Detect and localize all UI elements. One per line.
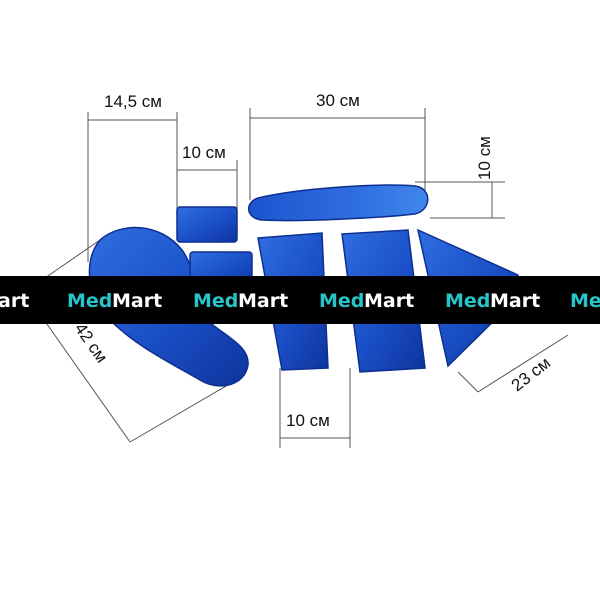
label-10cm-top: 10 см <box>182 143 226 162</box>
watermark-edge-right: Me <box>570 290 600 312</box>
label-10cm-bottom: 10 см <box>286 411 330 430</box>
long-top-pad <box>248 184 429 222</box>
small-square-pad <box>176 206 238 243</box>
watermark-med-4: Med <box>445 290 490 312</box>
label-23cm: 23 см <box>508 353 554 395</box>
label-42cm: 42 см <box>71 319 112 366</box>
watermark-band: art Med Mart Med Mart Med Mart Med Mart … <box>0 276 600 324</box>
watermark-edge-left: art <box>0 290 29 312</box>
watermark-mart-4: Mart <box>490 290 540 312</box>
watermark-mart-3: Mart <box>364 290 414 312</box>
watermark-med-1: Med <box>67 290 112 312</box>
watermark-med-3: Med <box>319 290 364 312</box>
label-10cm-vertical: 10 см <box>475 136 494 180</box>
label-14-5cm: 14,5 см <box>104 92 162 111</box>
label-30cm: 30 см <box>316 91 360 110</box>
watermark-med-2: Med <box>193 290 238 312</box>
watermark-mart-2: Mart <box>238 290 288 312</box>
watermark-mart-1: Mart <box>112 290 162 312</box>
